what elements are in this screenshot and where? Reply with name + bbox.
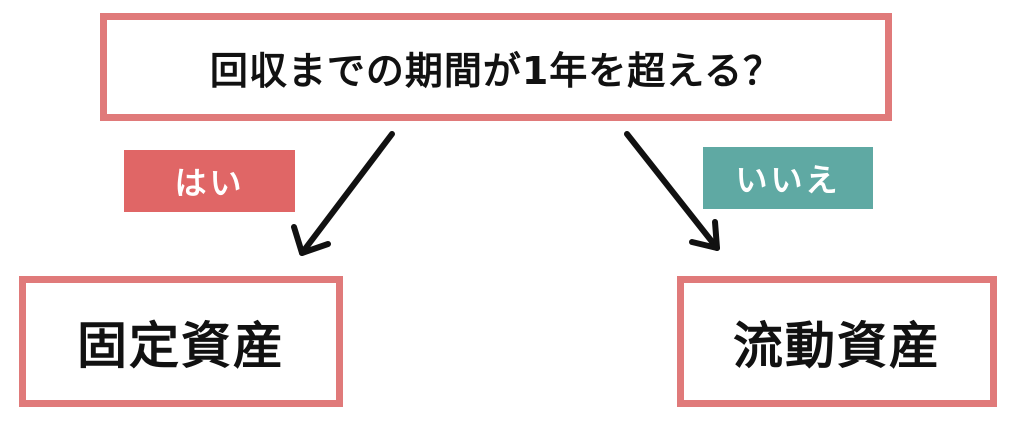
no-label-text: いいえ (735, 161, 841, 199)
current-assets-text: 流動資産 (733, 316, 941, 375)
yes-label: はい (124, 150, 295, 212)
question-box: 回収までの期間が1年を超える？ (100, 13, 892, 121)
no-label: いいえ (703, 147, 873, 209)
yes-label-text: はい (174, 164, 245, 202)
question-text: 回収までの期間が1年を超える？ (209, 48, 783, 93)
fixed-assets-box: 固定資産 (19, 276, 343, 407)
fixed-assets-text: 固定資産 (77, 316, 285, 375)
current-assets-box: 流動資産 (677, 276, 997, 407)
no-arrow (624, 131, 720, 251)
yes-arrow (291, 131, 395, 256)
